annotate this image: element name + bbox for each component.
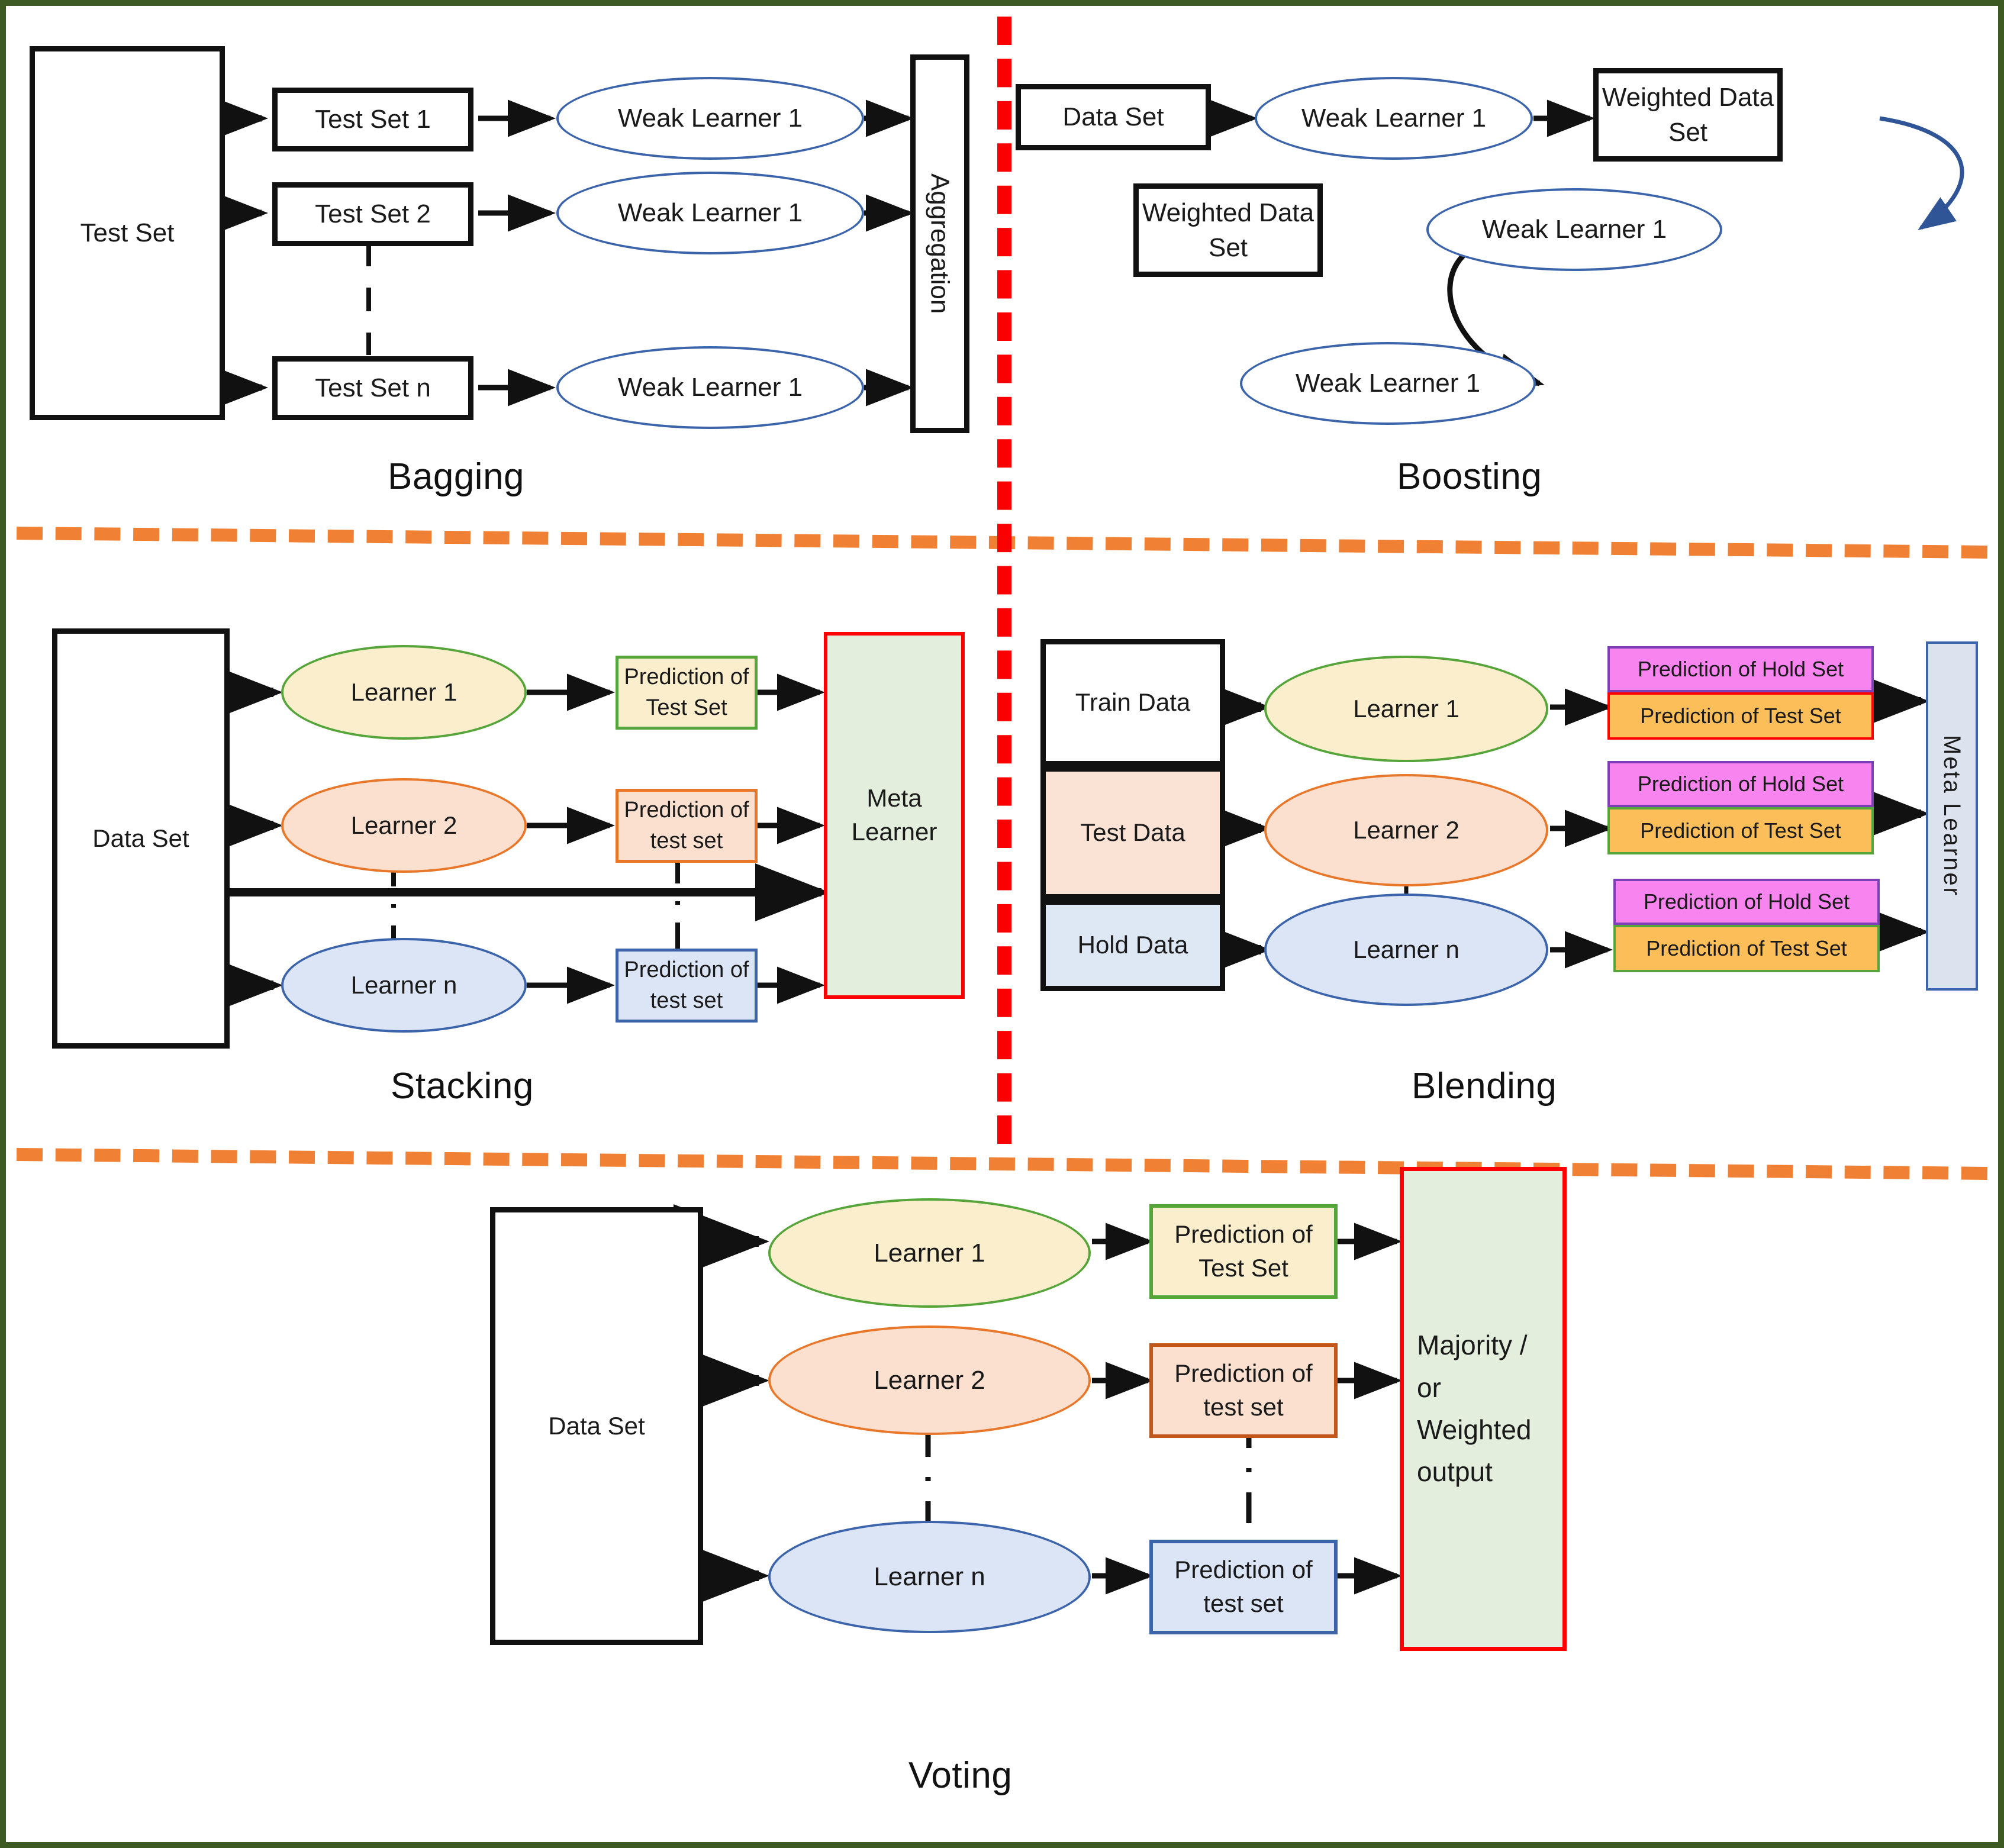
voting-prediction-2: Prediction of test set (1149, 1343, 1338, 1438)
voting-dataset-label: Data Set (548, 1411, 645, 1440)
stacking-learner-2: Learner 2 (281, 778, 527, 873)
voting-prediction-1: Prediction of Test Set (1149, 1204, 1338, 1299)
bagging-subset-n: Test Set n (272, 356, 473, 420)
blending-learner-1-label: Learner 1 (1353, 694, 1459, 723)
bagging-aggregation-box: Aggregation (910, 54, 969, 433)
blending-hold-prediction-1: Prediction of Hold Set (1607, 646, 1874, 692)
blending-hold-prediction-3-label: Prediction of Hold Set (1643, 889, 1850, 914)
blending-learner-2: Learner 2 (1264, 774, 1548, 886)
bagging-aggregation-label: Aggregation (925, 173, 955, 314)
stacking-learner-2-label: Learner 2 (350, 811, 457, 839)
stacking-prediction-1: Prediction of Test Set (616, 656, 758, 730)
blending-test-prediction-3-label: Prediction of Test Set (1646, 936, 1847, 960)
bagging-learner-1: Weak Learner 1 (556, 77, 864, 160)
boosting-weighted-1: Weighted Data Set (1593, 68, 1783, 162)
blending-hold-prediction-2: Prediction of Hold Set (1607, 761, 1874, 807)
bagging-subset-2-label: Test Set 2 (315, 199, 431, 229)
boosting-dataset-box: Data Set (1016, 84, 1211, 150)
boosting-weighted-2: Weighted Data Set (1133, 183, 1323, 277)
voting-learner-1-label: Learner 1 (874, 1238, 985, 1268)
voting-dataset-box: Data Set (490, 1207, 703, 1645)
stacking-prediction-2-label: Prediction of test set (624, 798, 749, 853)
blending-hold-prediction-1-label: Prediction of Hold Set (1637, 656, 1844, 681)
voting-learner-2-label: Learner 2 (874, 1365, 985, 1395)
voting-learner-n: Learner n (768, 1521, 1091, 1633)
bagging-learner-2-label: Weak Learner 1 (617, 198, 803, 228)
voting-prediction-2-label: Prediction of test set (1174, 1359, 1313, 1421)
blending-split-train: Train Data (1040, 639, 1225, 766)
voting-learner-n-label: Learner n (874, 1562, 985, 1592)
stacking-meta-learner-box: Meta Learner (824, 632, 965, 999)
boosting-learner-1-label: Weak Learner 1 (1301, 104, 1487, 133)
bagging-source-box: Test Set (30, 46, 225, 420)
bagging-learner-2: Weak Learner 1 (556, 172, 864, 254)
stacking-dataset-box: Data Set (52, 628, 230, 1049)
boosting-learner-2-label: Weak Learner 1 (1481, 215, 1667, 244)
stacking-learner-1: Learner 1 (281, 645, 527, 740)
blending-title: Blending (1412, 1066, 1557, 1107)
blending-meta-learner-box: Meta Learner (1926, 641, 1978, 991)
boosting-weighted-2-label: Weighted Data Set (1142, 198, 1314, 262)
blending-hold-prediction-3: Prediction of Hold Set (1613, 879, 1880, 925)
boosting-learner-1: Weak Learner 1 (1255, 77, 1533, 160)
stacking-dataset-label: Data Set (92, 824, 189, 852)
bagging-source-label: Test Set (80, 218, 175, 248)
blending-learner-1: Learner 1 (1264, 656, 1548, 762)
blending-learner-2-label: Learner 2 (1353, 815, 1459, 844)
stacking-learner-n: Learner n (281, 938, 527, 1033)
stacking-meta-learner-label: Meta Learner (851, 784, 937, 846)
blending-test-prediction-1-label: Prediction of Test Set (1640, 703, 1841, 728)
blending-test-prediction-3: Prediction of Test Set (1613, 925, 1880, 972)
voting-prediction-n-label: Prediction of test set (1174, 1556, 1313, 1617)
blending-learner-n-label: Learner n (1353, 935, 1459, 963)
bagging-title: Bagging (388, 456, 525, 497)
bagging-learner-n-label: Weak Learner 1 (617, 373, 803, 402)
voting-title: Voting (908, 1755, 1013, 1796)
blending-split-test: Test Data (1040, 766, 1225, 899)
blending-test-prediction-2-label: Prediction of Test Set (1640, 818, 1841, 843)
blending-learner-n: Learner n (1264, 894, 1548, 1006)
bagging-subset-1: Test Set 1 (272, 88, 473, 151)
voting-prediction-n: Prediction of test set (1149, 1540, 1338, 1634)
stacking-title: Stacking (391, 1066, 534, 1107)
bagging-subset-n-label: Test Set n (315, 373, 431, 403)
stacking-learner-1-label: Learner 1 (350, 678, 457, 706)
blending-split-hold: Hold Data (1040, 899, 1225, 991)
boosting-weighted-1-label: Weighted Data Set (1602, 82, 1774, 147)
bagging-learner-1-label: Weak Learner 1 (617, 104, 803, 133)
bagging-subset-1-label: Test Set 1 (315, 105, 431, 134)
voting-prediction-1-label: Prediction of Test Set (1174, 1220, 1313, 1282)
stacking-prediction-2: Prediction of test set (616, 789, 758, 863)
blending-split-test-label: Test Data (1080, 818, 1185, 847)
stacking-prediction-n: Prediction of test set (616, 949, 758, 1023)
boosting-learner-3-label: Weak Learner 1 (1295, 369, 1481, 398)
blending-test-prediction-2: Prediction of Test Set (1607, 807, 1874, 854)
stacking-prediction-n-label: Prediction of test set (624, 957, 749, 1013)
blending-hold-prediction-2-label: Prediction of Hold Set (1637, 771, 1844, 796)
stacking-learner-n-label: Learner n (350, 970, 457, 999)
divider-vertical (997, 17, 1011, 1144)
divider-horizontal-bottom (16, 1148, 1987, 1180)
stacking-prediction-1-label: Prediction of Test Set (624, 665, 749, 720)
boosting-learner-3: Weak Learner 1 (1240, 342, 1536, 425)
bagging-learner-n: Weak Learner 1 (556, 346, 864, 429)
voting-learner-1: Learner 1 (768, 1198, 1091, 1308)
boosting-learner-2: Weak Learner 1 (1426, 188, 1722, 271)
blending-split-hold-label: Hold Data (1077, 931, 1188, 959)
boosting-dataset-label: Data Set (1062, 102, 1164, 132)
blending-split-train-label: Train Data (1075, 688, 1191, 717)
boosting-title: Boosting (1397, 456, 1542, 497)
voting-learner-2: Learner 2 (768, 1325, 1091, 1435)
blending-test-prediction-1: Prediction of Test Set (1607, 692, 1874, 740)
blending-meta-learner-label: Meta Learner (1939, 735, 1965, 897)
bagging-subset-2: Test Set 2 (272, 182, 473, 246)
